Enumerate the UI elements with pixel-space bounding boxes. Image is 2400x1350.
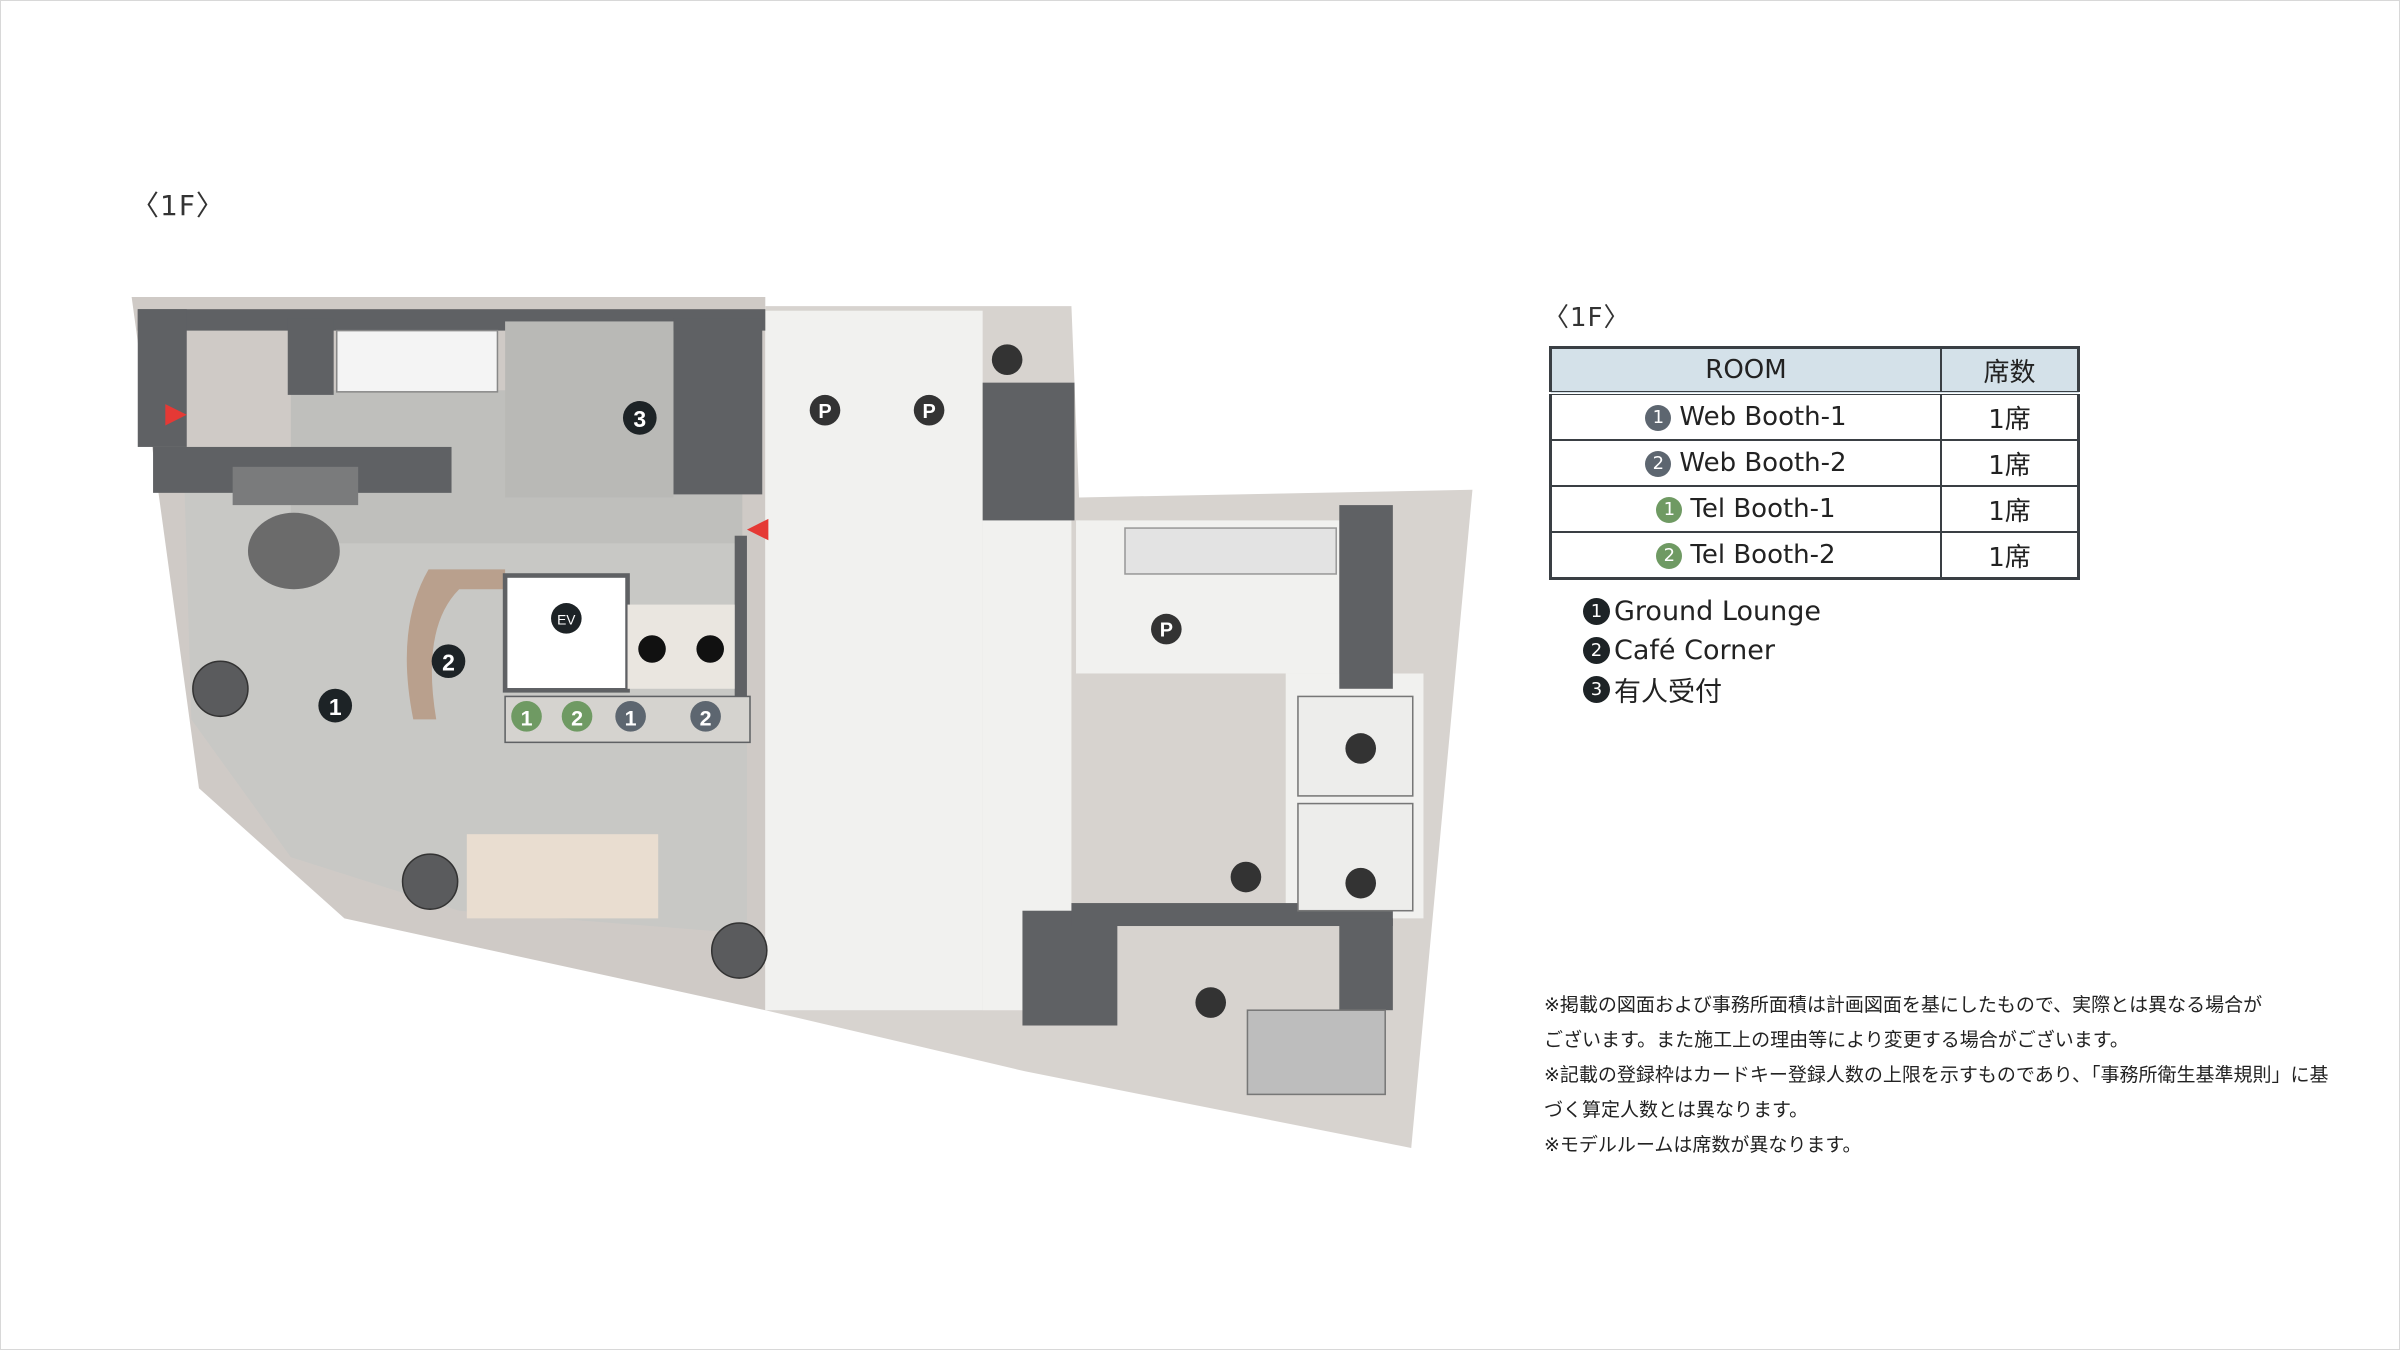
seat-count: 1席 [1940, 531, 2080, 580]
elevator-label: EV [557, 612, 576, 627]
tel-booth-badge: 1 [1656, 497, 1683, 523]
booth-label: 1 [521, 707, 533, 731]
zone-marker-ground-lounge [318, 688, 353, 723]
tel-booth-badge: 2 [1656, 543, 1683, 569]
note-line: ※記載の登録枠はカードキー登録人数の上限を示すものであり、「事務所衛生基準規則」… [1544, 1064, 2329, 1086]
legend-badge: 1 [1583, 598, 1610, 625]
seat-count: 1席 [1940, 392, 2080, 441]
plan-title: 〈1F〉 [131, 189, 225, 222]
note-line: ※掲載の図面および事務所面積は計画図面を基にしたもので、実際とは異なる場合が [1544, 994, 2263, 1016]
stairs [335, 329, 499, 393]
note-line: ございます。また施工上の理由等により変更する場合がございます。 [1544, 1029, 2129, 1051]
restroom-male-icon [638, 635, 666, 663]
table-row: 2 Web Booth-2 1席 [1549, 439, 2080, 487]
room-name: Web Booth-2 [1679, 448, 1847, 478]
table-header: ROOM 席数 [1549, 346, 2080, 395]
parking-icon [913, 394, 945, 426]
entrance-arrow-right [746, 518, 769, 541]
bicycle-icon [1195, 987, 1227, 1018]
web-booth-badge: 1 [1645, 405, 1672, 431]
restroom-female-icon [696, 635, 724, 663]
columns [192, 660, 768, 979]
header-seats: 席数 [1940, 346, 2080, 395]
lounge-table [247, 512, 340, 590]
parking-label: P [818, 401, 831, 423]
parking-label: P [1160, 620, 1173, 642]
table-row: 1 Tel Booth-1 1席 [1549, 485, 2080, 533]
zone-label: 1 [329, 694, 342, 720]
table-row: 1 Web Booth-1 1席 [1549, 392, 2080, 441]
sofa [232, 466, 359, 506]
web-booth-1-marker[interactable] [615, 701, 646, 732]
booth-label: 2 [571, 707, 583, 731]
room-name: Tel Booth-2 [1690, 540, 1836, 570]
elevator-icon [551, 603, 582, 634]
tel-booth-2-marker[interactable] [561, 701, 593, 732]
entrance-arrow-left [165, 404, 187, 426]
sofa-seating [466, 834, 659, 919]
legend-label: Café Corner [1614, 635, 1775, 666]
parking-label: P [922, 401, 935, 423]
legend-label: 有人受付 [1614, 677, 1722, 708]
note-line: ※モデルルームは席数が異なります。 [1544, 1134, 1862, 1156]
legend-label: Ground Lounge [1614, 596, 1821, 627]
zone-label: 2 [442, 649, 455, 675]
room-name: Tel Booth-1 [1690, 494, 1836, 524]
booth-label: 1 [625, 707, 637, 731]
note-line: づく算定人数とは異なります。 [1544, 1099, 1809, 1121]
zone-marker-cafe [431, 644, 466, 679]
header-room: ROOM [1549, 346, 1942, 395]
legend-badge: 3 [1583, 676, 1610, 703]
mail-icon [1230, 861, 1262, 893]
hatched-area [1124, 527, 1337, 575]
parking-icon [809, 394, 841, 426]
parking-area [765, 310, 983, 1011]
zone-label: 3 [633, 406, 646, 432]
legend-badge: 2 [1583, 637, 1610, 664]
table-row: 2 Tel Booth-2 1席 [1549, 531, 2080, 580]
booth-label: 2 [700, 707, 712, 731]
web-booth-badge: 2 [1645, 451, 1672, 477]
bicycle-icon [991, 344, 1023, 375]
zone-marker-reception [622, 401, 657, 435]
smoking-icon [1345, 867, 1377, 899]
trash-icon [1345, 733, 1377, 764]
tel-booth-1-marker[interactable] [511, 701, 542, 732]
bike-stairs [1246, 1009, 1386, 1096]
web-booth-2-marker[interactable] [690, 701, 721, 732]
disclaimer-notes: ※掲載の図面および事務所面積は計画図面を基にしたもので、実際とは異なる場合が ご… [1544, 988, 2328, 1163]
legend-title: 〈1F〉 [1543, 303, 1631, 333]
seat-count: 1席 [1940, 439, 2080, 487]
cafe-counter [406, 569, 506, 720]
accessible-parking-icon [1151, 613, 1182, 645]
room-name: Web Booth-1 [1679, 402, 1847, 432]
seat-count: 1席 [1940, 485, 2080, 533]
